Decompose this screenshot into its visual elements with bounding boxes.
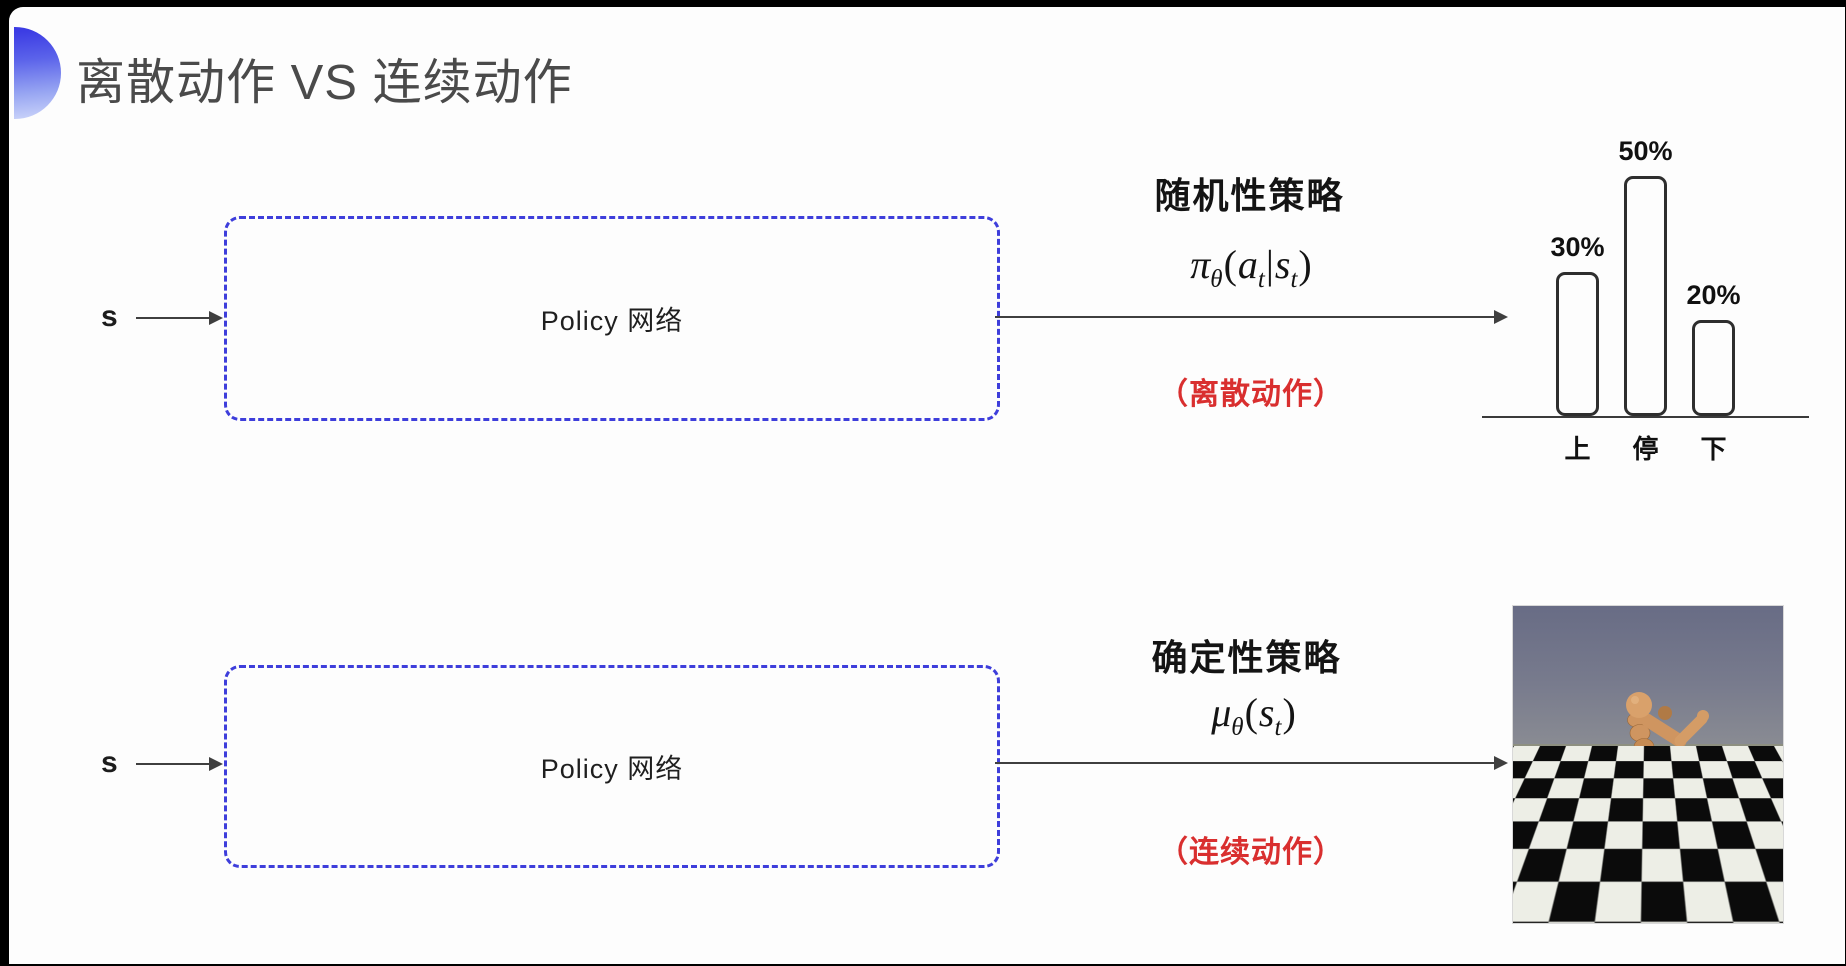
formula-mu: μ xyxy=(1211,690,1232,735)
arrowhead-icon xyxy=(209,757,223,771)
arrowhead-icon xyxy=(209,311,223,325)
formula-state-var: s xyxy=(1274,242,1291,287)
formula-open-paren: ( xyxy=(1223,242,1237,287)
policy-network-box-bottom: Policy 网络 xyxy=(224,665,1000,868)
formula-theta-sub: θ xyxy=(1210,266,1223,293)
continuous-action-note: （连续动作） xyxy=(1158,836,1344,869)
bar-item: 20% xyxy=(1686,280,1741,416)
bar-chart: 30% 上 50% 停 20% 下 xyxy=(1482,107,1809,467)
formula-theta-sub: θ xyxy=(1231,714,1244,741)
formula-t-sub2: t xyxy=(1290,266,1298,293)
formula-close-paren: ) xyxy=(1298,242,1312,287)
arrowhead-icon xyxy=(1494,756,1508,770)
formula-pi: π xyxy=(1190,242,1211,287)
formula-action-var: a xyxy=(1237,242,1258,287)
output-arrow-bottom xyxy=(995,756,1508,770)
bar-item: 50% xyxy=(1618,136,1673,416)
deterministic-policy-formula: μθ(st) xyxy=(1159,689,1349,740)
discrete-action-note: （离散动作） xyxy=(1158,378,1344,411)
title-bullet-decoration xyxy=(14,27,61,119)
formula-t-sub: t xyxy=(1274,714,1282,741)
slide-content: 离散动作 VS 连续动作 s Policy 网络 随机性策略 πθ(at|st)… xyxy=(9,7,1845,964)
formula-state-var: s xyxy=(1258,690,1275,735)
bar xyxy=(1556,272,1599,416)
bar-category-label: 停 xyxy=(1632,434,1659,464)
formula-pipe: | xyxy=(1265,242,1274,287)
output-arrow-top xyxy=(995,310,1508,324)
chart-baseline xyxy=(1482,416,1809,418)
input-arrow-top xyxy=(136,311,223,325)
bar xyxy=(1624,176,1667,416)
policy-network-box-top: Policy 网络 xyxy=(224,216,1000,421)
bar-value-label: 50% xyxy=(1618,136,1673,166)
state-input-label-top: s xyxy=(101,300,118,333)
formula-close-paren: ) xyxy=(1282,690,1296,735)
bar-item: 30% xyxy=(1550,232,1605,416)
humanoid-robot-figure xyxy=(1583,692,1709,917)
input-arrow-bottom xyxy=(136,757,223,771)
formula-t-sub: t xyxy=(1257,266,1265,293)
bar-value-label: 20% xyxy=(1686,280,1741,310)
humanoid-simulation-image xyxy=(1512,605,1784,924)
deterministic-policy-title: 确定性策略 xyxy=(1151,637,1342,678)
bar-category-label: 上 xyxy=(1564,434,1591,464)
state-input-label-bottom: s xyxy=(101,746,118,779)
stochastic-policy-formula: πθ(at|st) xyxy=(1139,241,1364,292)
page-title: 离散动作 VS 连续动作 xyxy=(76,56,573,110)
bar xyxy=(1692,320,1735,416)
formula-open-paren: ( xyxy=(1244,690,1258,735)
bar-value-label: 30% xyxy=(1550,232,1605,262)
stochastic-policy-title: 随机性策略 xyxy=(1154,175,1345,216)
bar-category-label: 下 xyxy=(1700,434,1727,464)
policy-network-label-top: Policy 网络 xyxy=(540,306,684,336)
arrowhead-icon xyxy=(1494,310,1508,324)
policy-network-label-bottom: Policy 网络 xyxy=(540,754,684,784)
